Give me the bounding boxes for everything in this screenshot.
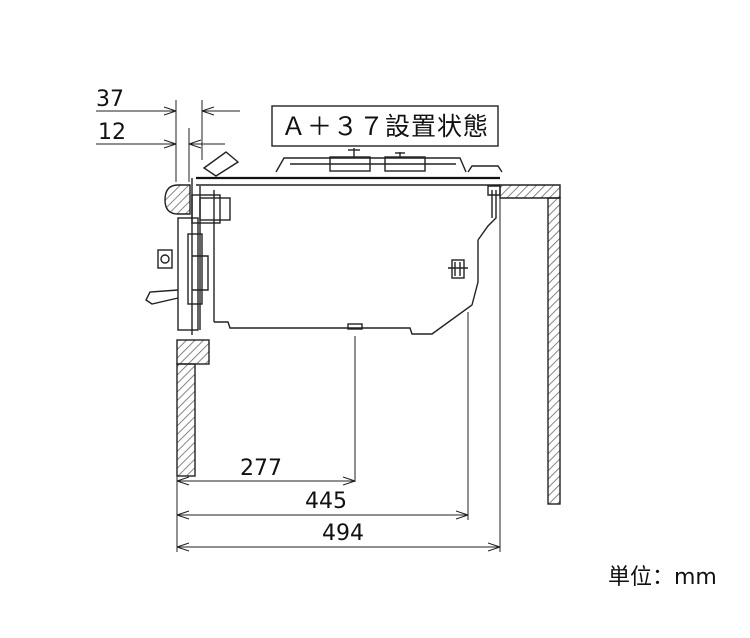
dim-277: 277 [176,456,356,486]
stove-body [145,176,501,335]
dim-494-label: 494 [322,521,364,546]
reference-lines [176,190,501,552]
dim-37-label: 37 [96,87,124,112]
dim-445-label: 445 [305,489,347,514]
dim-494: 494 [176,521,501,552]
title-box: Ａ＋３７設置状態 [271,105,499,147]
title-label: Ａ＋３７設置状態 [281,112,489,141]
top-dimensions: 37 12 [96,87,240,182]
top-knob [202,151,240,177]
dim-12-label: 12 [98,120,126,145]
countertop-right [499,184,561,505]
burner-grate [275,148,503,173]
countertop-left [164,184,191,215]
cabinet-left-wall [176,339,210,477]
dim-277-label: 277 [240,456,282,481]
dim-445: 445 [176,489,469,520]
unit-label: 単位：mm [608,565,717,590]
